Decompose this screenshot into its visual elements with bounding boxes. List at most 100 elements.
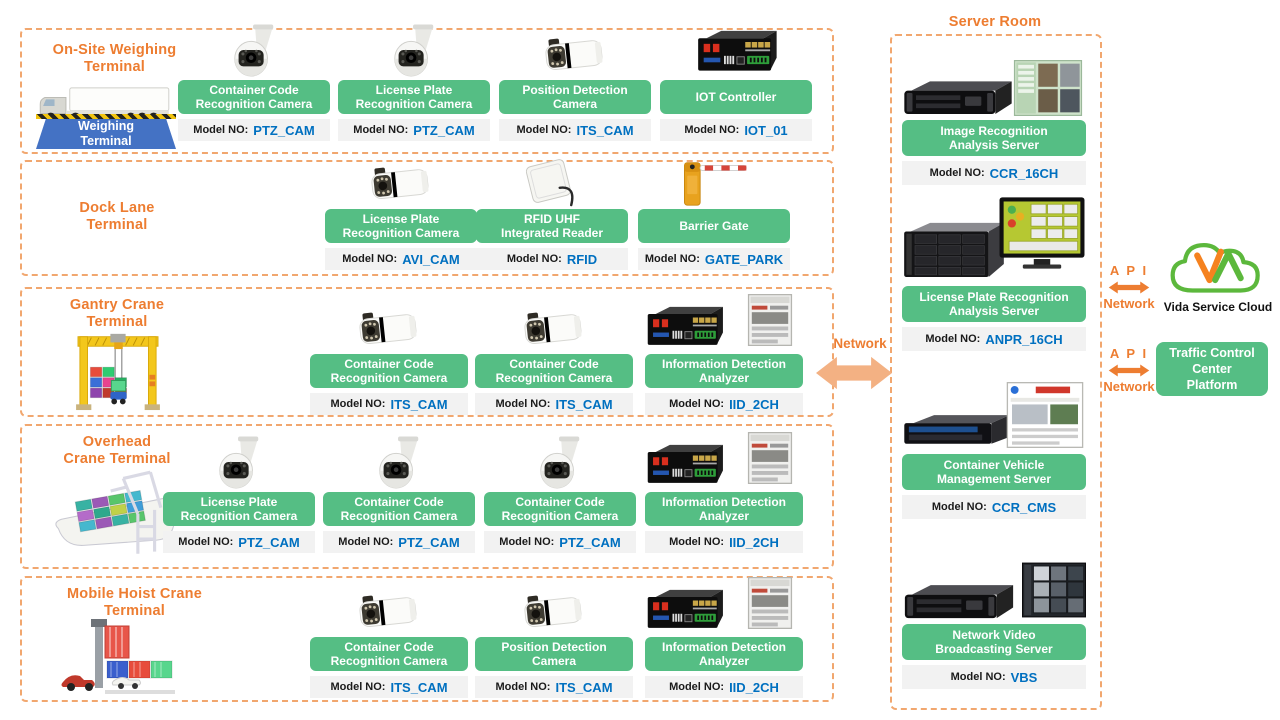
model-value: AVI_CAM xyxy=(402,251,460,267)
model-value: RFID xyxy=(566,251,598,267)
model-value: PTZ_CAM xyxy=(253,122,315,138)
model-value: PTZ_CAM xyxy=(398,534,460,550)
device-card: Container Code Recognition Camera Model … xyxy=(484,434,636,553)
model-strip: Model NO:IID_2CH xyxy=(645,393,803,415)
rack-server-icon xyxy=(902,584,1016,624)
section-onsite-weighing: On-Site Weighing Terminal Weighing Termi… xyxy=(20,28,834,154)
device-card: Barrier Gate Model NO:GATE_PARK xyxy=(638,151,790,270)
analyzer-icon xyxy=(645,434,803,492)
model-strip: Model NO:IID_2CH xyxy=(645,676,803,698)
device-label: Information Detection Analyzer xyxy=(645,492,803,526)
device-card: Information Detection Analyzer Model NO:… xyxy=(645,579,803,698)
model-value: ITS_CAM xyxy=(555,396,613,412)
device-label: Container Code Recognition Camera xyxy=(310,637,468,671)
model-strip: Model NO:IOT_01 xyxy=(660,119,812,141)
model-value: PTZ_CAM xyxy=(413,122,475,138)
device-card: License Plate Recognition Camera Model N… xyxy=(338,22,490,141)
analyzer-box-icon xyxy=(643,306,725,352)
rfid-reader-icon xyxy=(476,151,628,209)
model-label: Model NO: xyxy=(353,124,409,136)
device-card: Information Detection Analyzer Model NO:… xyxy=(645,434,803,553)
server-icon xyxy=(902,194,1086,286)
bullet-camera-icon xyxy=(475,579,633,637)
device-label: Information Detection Analyzer xyxy=(645,354,803,388)
model-value: PTZ_CAM xyxy=(559,534,621,550)
network-label: Network xyxy=(1103,379,1155,394)
rack-server-icon xyxy=(902,412,1012,448)
ptz-camera-icon xyxy=(163,434,315,492)
section-title: Overhead Crane Terminal xyxy=(63,434,171,468)
model-label: Model NO: xyxy=(506,253,562,265)
model-label: Model NO: xyxy=(931,501,987,513)
model-label: Model NO: xyxy=(342,253,398,265)
server-label: Image Recognition Analysis Server xyxy=(902,120,1086,156)
analyzer-box-icon xyxy=(643,589,725,635)
server-icon xyxy=(902,382,1086,454)
section-dock-lane: Dock Lane Terminal License Plate Recogni… xyxy=(20,160,834,276)
model-strip: Model NO:PTZ_CAM xyxy=(163,531,315,553)
model-label: Model NO: xyxy=(178,536,234,548)
api-link-cloud: A P I Network xyxy=(1101,263,1157,311)
section-mobile-hoist: Mobile Hoist Crane Terminal Container Co… xyxy=(20,576,834,702)
device-label: License Plate Recognition Camera xyxy=(163,492,315,526)
model-label: Model NO: xyxy=(950,671,1006,683)
model-label: Model NO: xyxy=(516,124,572,136)
section-title: Mobile Hoist Crane Terminal xyxy=(67,586,202,620)
model-label: Model NO: xyxy=(684,124,740,136)
device-card: Container Code Recognition Camera Model … xyxy=(178,22,330,141)
model-label: Model NO: xyxy=(644,253,700,265)
model-strip: Model NO:CCR_16CH xyxy=(902,161,1086,185)
model-value: ITS_CAM xyxy=(390,396,448,412)
traffic-control-platform: Traffic Control Center Platform xyxy=(1156,342,1268,396)
vida-service-cloud: Vida Service Cloud xyxy=(1160,230,1276,314)
device-card: Container Code Recognition Camera Model … xyxy=(310,296,468,415)
device-label: Position Detection Camera xyxy=(475,637,633,671)
device-card: Position Detection Camera Model NO:ITS_C… xyxy=(499,22,651,141)
model-strip: Model NO:CCR_CMS xyxy=(902,495,1086,519)
model-strip: Model NO:ITS_CAM xyxy=(310,676,468,698)
mobile-hoist-icon xyxy=(56,618,182,696)
model-value: VBS xyxy=(1010,669,1038,685)
cloud-label: Vida Service Cloud xyxy=(1163,300,1273,314)
analyzer-screenshot xyxy=(735,432,805,484)
device-label: License Plate Recognition Camera xyxy=(338,80,490,114)
section-title: Gantry Crane Terminal xyxy=(69,297,165,331)
analyzer-screenshot xyxy=(735,577,805,629)
barrier-gate-icon xyxy=(638,151,790,209)
analyzer-box-icon xyxy=(643,444,725,490)
device-label: Container Code Recognition Camera xyxy=(178,80,330,114)
model-strip: Model NO: GATE_PARK xyxy=(638,248,790,270)
server-screenshot xyxy=(998,196,1086,270)
section-title: Dock Lane Terminal xyxy=(79,200,155,234)
model-strip: Model NO: AVI_CAM xyxy=(325,248,477,270)
device-label: License Plate Recognition Camera xyxy=(325,209,477,243)
analyzer-icon xyxy=(645,579,803,637)
bullet-camera-icon xyxy=(310,579,468,637)
api-link-traffic: A P I Network xyxy=(1101,346,1157,394)
model-strip: Model NO:ITS_CAM xyxy=(499,119,651,141)
api-double-arrow-icon xyxy=(1102,280,1156,295)
device-label: Information Detection Analyzer xyxy=(645,637,803,671)
model-strip: Model NO: ITS_CAM xyxy=(310,393,468,415)
server-room-box: Image Recognition Analysis Server Model … xyxy=(890,34,1102,710)
weighing-platform-label: Weighing Terminal xyxy=(36,119,176,149)
model-strip: Model NO:PTZ_CAM xyxy=(178,119,330,141)
device-label: Container Code Recognition Camera xyxy=(484,492,636,526)
server-card: Container Vehicle Management Server Mode… xyxy=(902,382,1086,519)
server-screenshot xyxy=(1006,382,1084,448)
ptz-camera-icon xyxy=(178,22,330,80)
model-value: ITS_CAM xyxy=(555,679,613,695)
api-double-arrow-icon xyxy=(1102,363,1156,378)
model-label: Model NO: xyxy=(330,398,386,410)
model-strip: Model NO: RFID xyxy=(476,248,628,270)
device-card: License Plate Recognition Camera Model N… xyxy=(163,434,315,553)
bullet-camera-icon xyxy=(499,22,651,80)
model-label: Model NO: xyxy=(330,681,386,693)
model-strip: Model NO:ITS_CAM xyxy=(475,676,633,698)
model-strip: Model NO: VBS xyxy=(902,665,1086,689)
bullet-camera-icon xyxy=(475,296,633,354)
model-label: Model NO: xyxy=(925,333,981,345)
rack-server-icon xyxy=(902,80,1014,120)
model-value: GATE_PARK xyxy=(704,251,784,267)
network-label: Network xyxy=(833,336,887,351)
